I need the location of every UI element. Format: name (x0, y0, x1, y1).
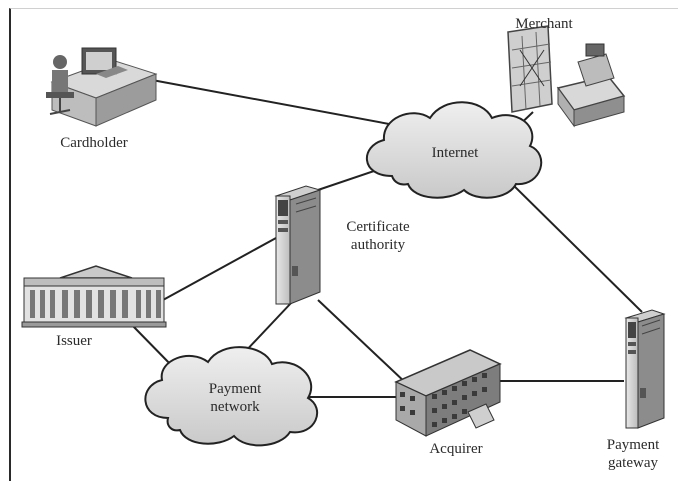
merchant-label: Merchant (515, 16, 573, 32)
payment-gateway-server-icon (624, 309, 666, 429)
diagram-frame (9, 8, 678, 481)
certificate-authority-label-line2: authority (350, 237, 406, 253)
payment-network-label: Payment network (190, 380, 280, 416)
cash-register-icon (556, 43, 626, 128)
internet-label: Internet (431, 145, 479, 161)
payment-gateway-label-line2: gateway (608, 455, 658, 471)
payment-network-label-line1: Payment (208, 381, 262, 397)
payment-gateway-label-line1: Payment (606, 437, 660, 453)
line-ca-paymentnet (241, 301, 293, 356)
acquirer-label: Acquirer (429, 441, 483, 457)
payment-gateway-label: Payment gateway (590, 436, 676, 472)
merchant-store-icon (507, 25, 553, 113)
connection-lines (129, 79, 643, 398)
payment-network-label-line2: network (210, 399, 260, 415)
line-ca-issuer (162, 237, 277, 301)
cardholder-label: Cardholder (60, 135, 128, 151)
certificate-authority-label: Certificate authority (328, 218, 428, 254)
certificate-authority-server-icon (274, 185, 322, 305)
internet-cloud-icon (366, 101, 543, 199)
payment-network-cloud-icon (144, 346, 319, 447)
line-ca-acquirer (317, 299, 409, 386)
certificate-authority-label-line1: Certificate (346, 219, 410, 235)
line-cardholder-internet (151, 79, 401, 127)
cardholder-workstation-icon (46, 47, 158, 127)
issuer-bank-building-icon (21, 265, 167, 328)
line-internet-gateway (507, 179, 643, 313)
acquirer-office-building-icon (394, 349, 502, 437)
issuer-label: Issuer (56, 333, 92, 349)
